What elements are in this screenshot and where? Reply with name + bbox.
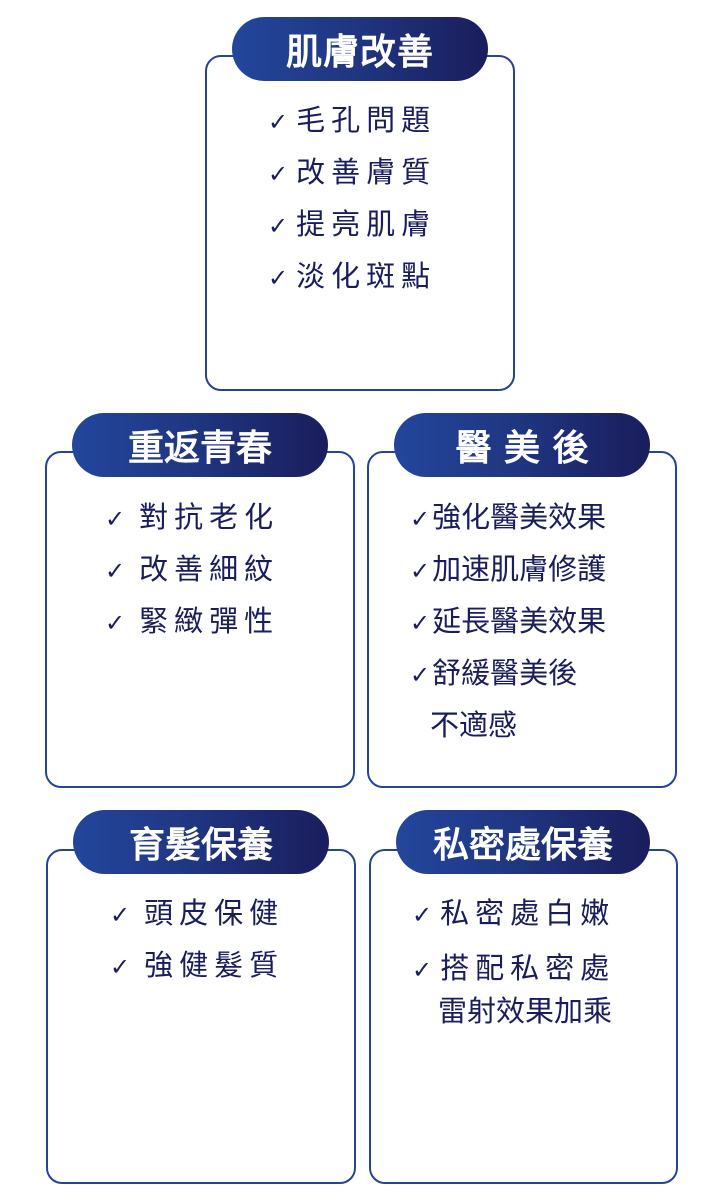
list-item: ✓強化醫美效果: [410, 500, 607, 534]
card-title: 私密處保養: [396, 810, 650, 874]
check-icon: ✓: [268, 264, 295, 292]
list-item: ✓舒緩醫美後: [410, 656, 578, 690]
check-icon: ✓: [268, 108, 295, 136]
list-item: ✓強健髮質: [110, 948, 285, 982]
benefit-list: ✓毛孔問題 ✓改善膚質 ✓提亮肌膚 ✓淡化斑點: [268, 94, 436, 302]
check-icon: ✓: [110, 901, 137, 929]
check-icon: ✓: [410, 557, 431, 585]
list-item: ✓毛孔問題: [268, 103, 437, 137]
check-icon: ✓: [105, 505, 132, 533]
check-icon: ✓: [110, 953, 137, 981]
list-item: ✓改善細紋: [105, 552, 280, 586]
benefit-list: ✓頭皮保健 ✓強健髮質: [110, 887, 284, 991]
card-box: [46, 849, 356, 1184]
check-icon: ✓: [410, 661, 431, 689]
list-item: ✓頭皮保健: [110, 896, 285, 930]
list-item: ✓淡化斑點: [268, 259, 437, 293]
list-item: ✓搭配私密處: [412, 951, 616, 985]
check-icon: ✓: [268, 212, 295, 240]
list-item: ✓緊緻彈性: [105, 604, 280, 638]
benefit-list: ✓私密處白嫩 ✓搭配私密處 雷射效果加乘: [412, 887, 615, 1031]
card-title: 育髮保養: [73, 810, 329, 874]
check-icon: ✓: [268, 160, 295, 188]
check-icon: ✓: [105, 557, 132, 585]
check-icon: ✓: [410, 609, 431, 637]
list-item: ✓私密處白嫩: [412, 896, 616, 930]
list-item-continuation: 不適感: [430, 708, 518, 742]
check-icon: ✓: [105, 609, 132, 637]
card-box: [367, 451, 677, 788]
card-title: 肌膚改善: [232, 17, 488, 81]
check-icon: ✓: [412, 901, 439, 929]
check-icon: ✓: [410, 505, 431, 533]
benefit-list: ✓對抗老化 ✓改善細紋 ✓緊緻彈性: [105, 491, 279, 647]
card-title: 重返青春: [72, 413, 328, 477]
list-item: ✓加速肌膚修護: [410, 552, 607, 586]
list-item-continuation: 雷射效果加乘: [438, 994, 613, 1028]
card-box: [205, 55, 515, 391]
list-item: ✓對抗老化: [105, 500, 280, 534]
list-item: ✓提亮肌膚: [268, 207, 437, 241]
check-icon: ✓: [412, 956, 439, 984]
list-item: ✓改善膚質: [268, 155, 437, 189]
card-box: [369, 849, 678, 1184]
list-item: ✓延長醫美效果: [410, 604, 607, 638]
card-box: [45, 451, 355, 788]
card-title: 醫 美 後: [394, 413, 650, 477]
benefit-list: ✓強化醫美效果 ✓加速肌膚修護 ✓延長醫美效果 ✓舒緩醫美後 不適感: [410, 491, 606, 751]
